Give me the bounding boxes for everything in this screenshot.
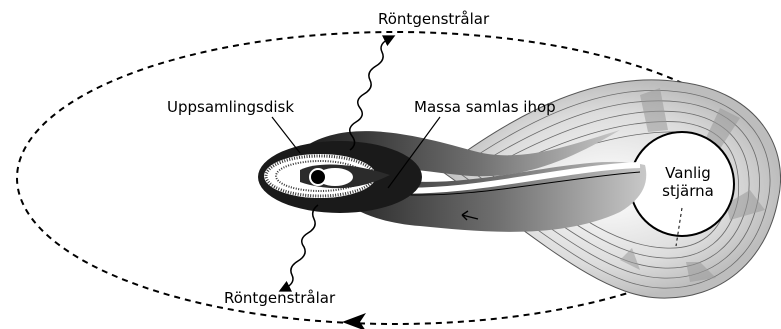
star-label-line1: Vanlig [665,164,711,182]
mass-gathers-label: Massa samlas ihop [414,98,556,116]
star-label-line2: stjärna [662,182,714,200]
disk-leader-line [272,117,300,153]
orbit-arrow-icon [342,313,366,329]
accretion-disk-label: Uppsamlingsdisk [167,98,294,116]
xray-bottom-label: Röntgenstrålar [224,289,336,307]
accretion-disk [258,141,422,213]
xray-bottom-arrow-icon [284,205,318,289]
xray-top-label: Röntgenstrålar [378,10,490,28]
black-hole-icon [310,169,326,185]
